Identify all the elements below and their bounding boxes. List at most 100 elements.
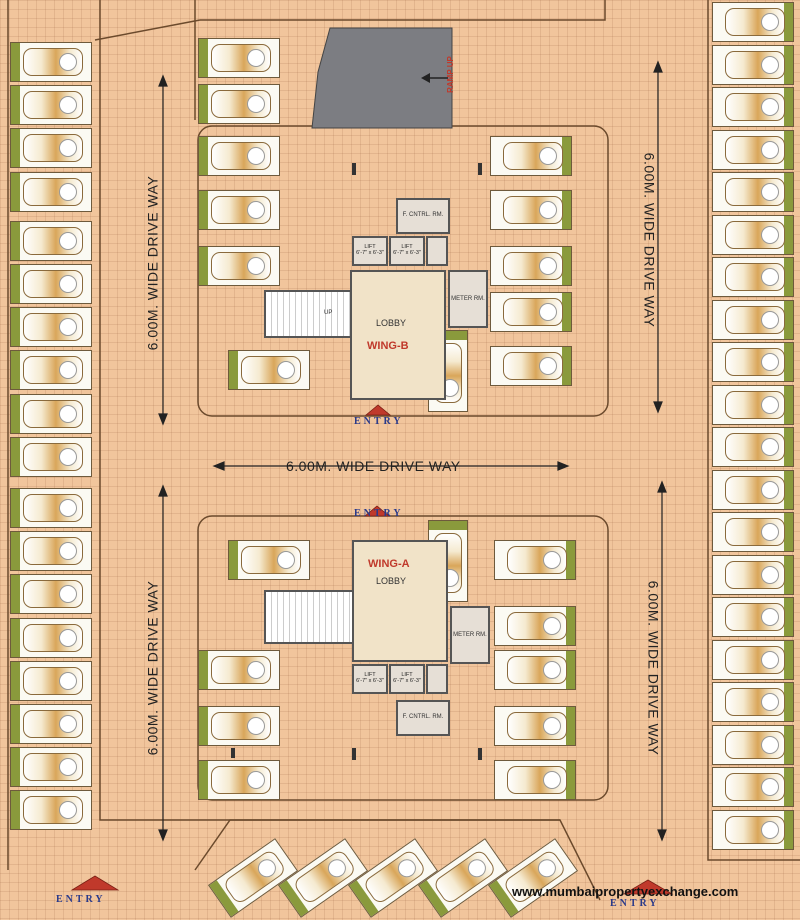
stall-number-badge [247,257,265,275]
stall-marking [11,661,20,700]
car-icon [23,177,83,206]
parking-stall [10,747,92,788]
stall-number-badge [277,551,295,569]
stall-marking [11,618,20,657]
parking-stall [712,724,794,765]
parking-stall [712,129,794,170]
stall-marking [11,221,20,260]
parking-stall [490,246,572,286]
stall-marking [11,489,20,527]
parking-stall [198,760,280,800]
stall-marking [562,247,571,285]
stall-number-badge [59,542,77,561]
parking-stall [712,767,794,807]
car-icon [725,93,785,121]
parking-stall [712,299,794,340]
stall-marking [229,351,238,389]
stall-marking [11,575,20,614]
parking-stall [712,44,794,85]
stall-number-badge [59,801,77,820]
lobby-a-label: LOBBY [376,576,407,586]
stall-marking [784,385,793,424]
stall-number-badge [761,353,779,371]
parking-stall [712,597,794,637]
parking-stall [198,246,280,286]
stall-marking [566,761,575,799]
parking-stall [490,136,572,176]
parking-stall [712,554,794,595]
parking-stall [712,469,794,510]
stall-number-badge [761,778,779,796]
parking-stall [10,488,92,528]
stall-number-badge [59,715,77,733]
parking-stall [10,42,92,82]
stall-marking [11,308,20,347]
stall-marking [562,191,571,229]
stall-number-badge [761,820,779,839]
stall-marking [11,791,20,830]
parking-stall [10,436,92,477]
drive-way-label-right-bottom: 6.00M. WIDE DRIVE WAY [645,580,662,756]
drive-way-label-left-bottom: 6.00M. WIDE DRIVE WAY [144,580,161,756]
stall-number-badge [247,771,265,789]
parking-stall [10,171,92,212]
parking-stall [198,84,280,124]
parking-stall [490,346,572,386]
parking-stall [494,706,576,746]
stall-number-badge [761,310,779,329]
stall-marking [429,331,467,340]
parking-stall [10,85,92,126]
meter-room-b: METER RM. [448,270,488,328]
stall-marking [11,43,20,81]
car-icon [23,270,83,298]
stall-number-badge [761,608,779,626]
stall-number-badge [59,318,77,337]
car-icon [211,252,271,280]
lobby-b [350,270,446,400]
stall-marking [784,173,793,211]
parking-stall [198,38,280,78]
stall-number-badge [761,693,779,711]
stall-marking [562,293,571,331]
stall-marking [784,640,793,679]
stall-marking [11,748,20,787]
parking-stall [228,350,310,390]
stall-number-badge [761,225,779,244]
stall-number-badge [761,565,779,584]
ramp [311,27,453,129]
drive-way-label-right-top: 6.00M. WIDE DRIVE WAY [641,152,658,328]
lobby-b-label: LOBBY [376,318,407,328]
stall-number-badge [59,447,77,466]
parking-stall [712,87,794,127]
stall-number-badge [543,771,561,789]
stall-number-badge [543,717,561,735]
entry-label-left-gate: ENTRY [56,894,106,905]
parking-stall [198,706,280,746]
stall-marking [784,3,793,41]
stall-number-badge [247,717,265,735]
parking-stall [10,393,92,434]
stall-marking [199,761,208,799]
parking-stall [494,760,576,800]
stall-marking [562,137,571,175]
parking-stall [10,350,92,391]
parking-stall [490,190,572,230]
fire-control-room-b: F. CNTRL. RM. [396,198,450,234]
parking-stall [428,520,468,602]
entry-label-wing-a: ENTRY [354,508,404,519]
stall-marking [784,598,793,636]
stall-number-badge [761,183,779,201]
parking-stall [10,790,92,831]
stall-marking [199,85,208,123]
stair-a [264,590,354,644]
stall-number-badge [59,628,77,647]
parking-stall [10,660,92,701]
stall-number-badge [761,480,779,499]
stall-number-badge [543,551,561,569]
stall-marking [784,428,793,466]
stall-number-badge [247,147,265,165]
stall-number-badge [59,275,77,293]
